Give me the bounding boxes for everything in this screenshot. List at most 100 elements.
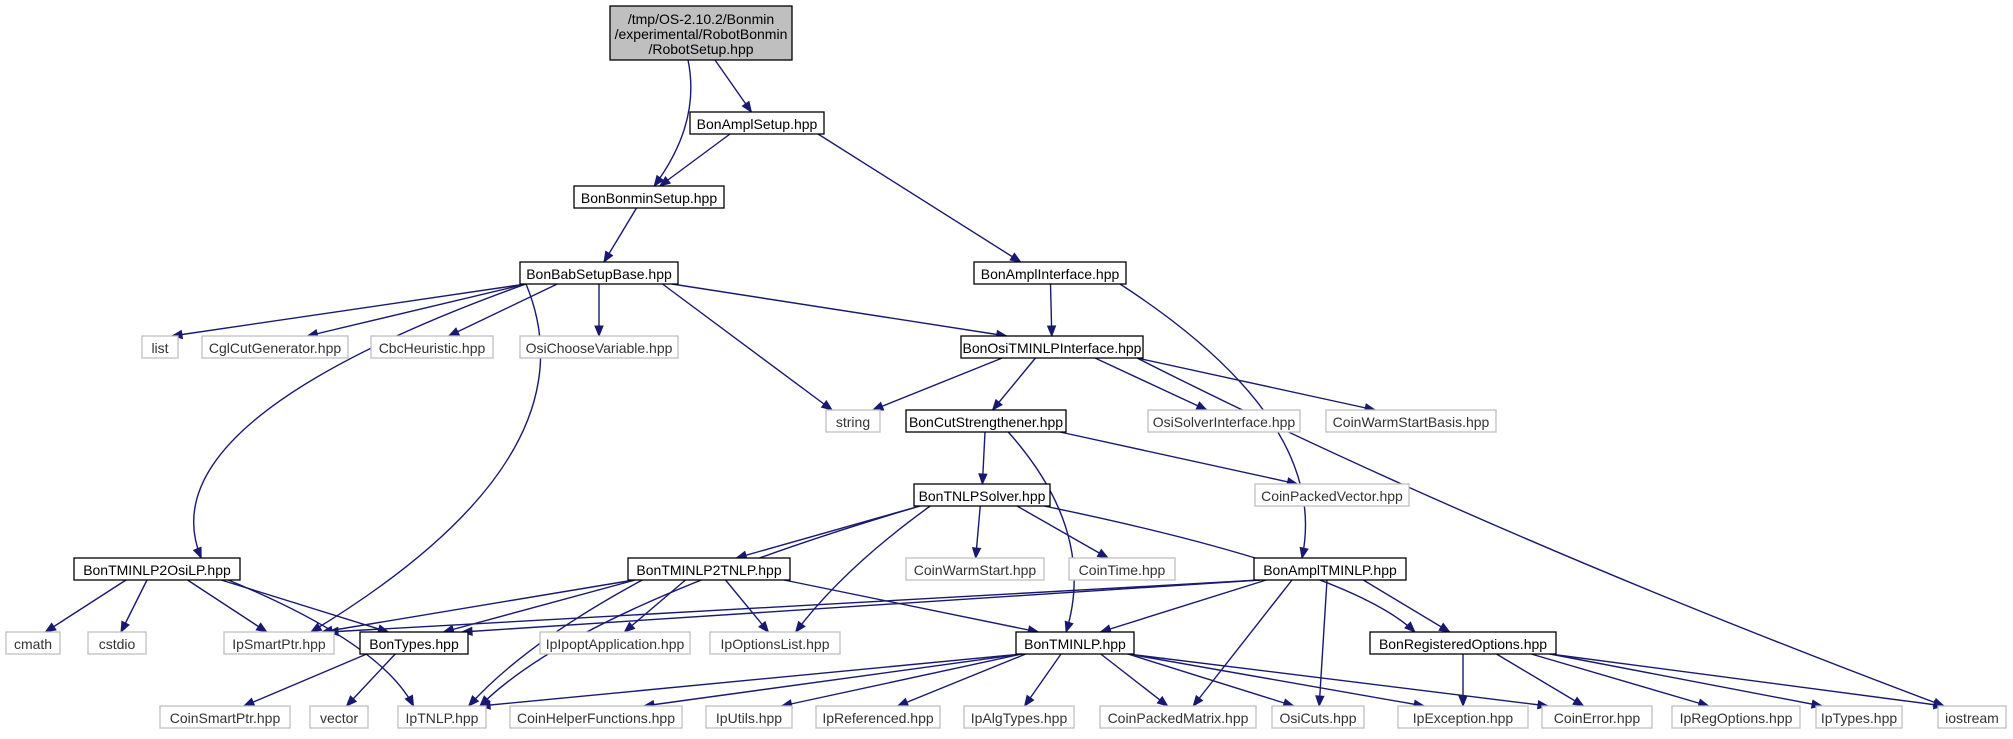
edge-tminlp2tnlp-to-ipoptapp — [623, 579, 686, 633]
node-bonamplsetup-hpp[interactable]: BonAmplSetup.hpp — [689, 111, 825, 135]
node-vector: vector — [309, 705, 369, 729]
node-ipexception-hpp: IpException.hpp — [1397, 705, 1529, 729]
edge-tminlp2osilp-to-iptnlp — [227, 579, 415, 707]
node-box — [5, 631, 61, 655]
node-list: list — [141, 335, 179, 359]
node-ipreferenced-hpp: IpReferenced.hpp — [815, 705, 941, 729]
edge-ampltminlp-to-regopts — [1362, 579, 1451, 633]
arrowhead-icon — [896, 697, 910, 707]
node-label: cstdio — [99, 636, 136, 652]
node-label: IpSmartPtr.hpp — [232, 636, 326, 652]
node-bonampltminlp-hpp[interactable]: BonAmplTMINLP.hpp — [1253, 557, 1407, 581]
node-box — [705, 705, 793, 729]
node-box — [159, 705, 291, 729]
node-box — [73, 557, 241, 581]
node-bonbonminsetup-hpp[interactable]: BonBonminSetup.hpp — [573, 185, 725, 209]
node-box — [689, 111, 825, 135]
node-bontminlp2osilp-hpp[interactable]: BonTMINLP2OsiLP.hpp — [73, 557, 241, 581]
root-label-line: /RobotSetup.hpp — [648, 41, 753, 57]
node-label: CbcHeuristic.hpp — [379, 340, 486, 356]
node-ipregoptions-hpp: IpRegOptions.hpp — [1671, 705, 1801, 729]
arrowhead-icon — [594, 325, 604, 338]
edge-tminlp2osilp-to-ipsmartptr — [187, 579, 268, 633]
arrowhead-icon — [1315, 695, 1325, 708]
node-bonbabsetupbase-hpp[interactable]: BonBabSetupBase.hpp — [519, 261, 679, 285]
edge-ampltminlp-to-coinpackedmat — [1192, 579, 1293, 707]
node-label: OsiSolverInterface.hpp — [1153, 414, 1296, 430]
arrowhead-icon — [447, 327, 461, 337]
arrowhead-icon — [1064, 620, 1074, 634]
arrowhead-icon — [794, 620, 806, 634]
node-label: BonAmplSetup.hpp — [697, 116, 818, 132]
node-box — [815, 705, 941, 729]
edge-regopts-to-iptypes — [1549, 653, 1823, 707]
node-coinwarmstartbasis-hpp: CoinWarmStartBasis.hpp — [1325, 409, 1497, 433]
root-label-line: /tmp/OS-2.10.2/Bonmin — [628, 11, 774, 27]
node-box — [509, 705, 683, 729]
node-coinpackedmatrix-hpp: CoinPackedMatrix.hpp — [1099, 705, 1257, 729]
node-label: CoinPackedMatrix.hpp — [1108, 710, 1249, 726]
node-box — [1147, 409, 1301, 433]
node-bontminlp2tnlp-hpp[interactable]: BonTMINLP2TNLP.hpp — [627, 557, 791, 581]
node-osisolverinterface-hpp: OsiSolverInterface.hpp — [1147, 409, 1301, 433]
node-cointime-hpp: CoinTime.hpp — [1068, 557, 1176, 581]
arrowhead-icon — [978, 473, 988, 486]
node-box — [141, 335, 179, 359]
arrowhead-icon — [1438, 622, 1451, 633]
node-iostream: iostream — [1937, 705, 2007, 729]
node-bonamplinterface-hpp[interactable]: BonAmplInterface.hpp — [973, 261, 1127, 285]
edge-regopts-to-coinerror — [1496, 653, 1584, 707]
node-box — [963, 705, 1075, 729]
node-box — [201, 335, 349, 359]
edge-bontypes-to-coinsmartptr — [243, 653, 368, 707]
edge-babsetupbase-to-tminlp2osilp — [192, 283, 527, 559]
arrowhead-icon — [467, 695, 480, 708]
nodes-layer: /tmp/OS-2.10.2/Bonmin/experimental/Robot… — [5, 5, 2007, 729]
node-label: IpReferenced.hpp — [822, 710, 934, 726]
node-osicuts-hpp: OsiCuts.hpp — [1271, 705, 1365, 729]
arrowhead-icon — [192, 546, 202, 560]
node-bontminlp-hpp[interactable]: BonTMINLP.hpp — [1015, 631, 1135, 655]
node-ipalgtypes-hpp: IpAlgTypes.hpp — [963, 705, 1075, 729]
node-box — [1325, 409, 1497, 433]
node-label: IpUtils.hpp — [716, 710, 782, 726]
edge-ampltminlp-to-bontypes — [461, 579, 1261, 633]
root-node-robotsetup[interactable]: /tmp/OS-2.10.2/Bonmin/experimental/Robot… — [609, 5, 793, 61]
node-box — [1541, 705, 1653, 729]
node-box — [519, 261, 679, 285]
node-label: vector — [320, 710, 358, 726]
node-ipipoptapplication-hpp: IpIpoptApplication.hpp — [539, 631, 691, 655]
node-box — [397, 705, 487, 729]
node-box — [825, 409, 881, 433]
node-box — [1937, 705, 2007, 729]
node-coinsmartptr-hpp: CoinSmartPtr.hpp — [159, 705, 291, 729]
node-label: OsiCuts.hpp — [1279, 710, 1356, 726]
node-bontnlpsolver-hpp[interactable]: BonTNLPSolver.hpp — [913, 483, 1051, 507]
edge-tminlp2tnlp-to-ipsmartptr — [321, 579, 635, 633]
node-label: BonRegisteredOptions.hpp — [1379, 636, 1547, 652]
node-bontypes-hpp[interactable]: BonTypes.hpp — [359, 631, 469, 655]
arrowhead-icon — [658, 175, 672, 187]
node-box — [1253, 557, 1407, 581]
arrowhead-icon — [653, 174, 665, 188]
node-box — [1099, 705, 1257, 729]
root-label-line: /experimental/RobotBonmin — [615, 26, 788, 42]
node-bonositminlpinterface-hpp[interactable]: BonOsiTMINLPInterface.hpp — [960, 335, 1144, 359]
node-bonregisteredoptions-hpp[interactable]: BonRegisteredOptions.hpp — [1369, 631, 1557, 655]
edge-tminlp-to-iputils — [781, 653, 1023, 707]
node-label: BonTMINLP2OsiLP.hpp — [83, 562, 231, 578]
edge-tminlp-to-osicuts — [1127, 653, 1294, 707]
arrowhead-icon — [1572, 696, 1585, 707]
node-label: CoinWarmStart.hpp — [914, 562, 1037, 578]
edge-root-to-bonminsetup — [653, 59, 692, 187]
arrowhead-icon — [820, 399, 834, 411]
node-boncutstrengthener-hpp[interactable]: BonCutStrengthener.hpp — [905, 409, 1067, 433]
arrowhead-icon — [991, 398, 1003, 412]
edge-cutstrength-to-coinpackedvec — [1059, 431, 1298, 485]
node-box — [1068, 557, 1176, 581]
node-label: IpRegOptions.hpp — [1680, 710, 1793, 726]
node-box — [1671, 705, 1801, 729]
arrowhead-icon — [741, 100, 753, 114]
arrowhead-icon — [1404, 621, 1416, 633]
node-box — [709, 631, 841, 655]
